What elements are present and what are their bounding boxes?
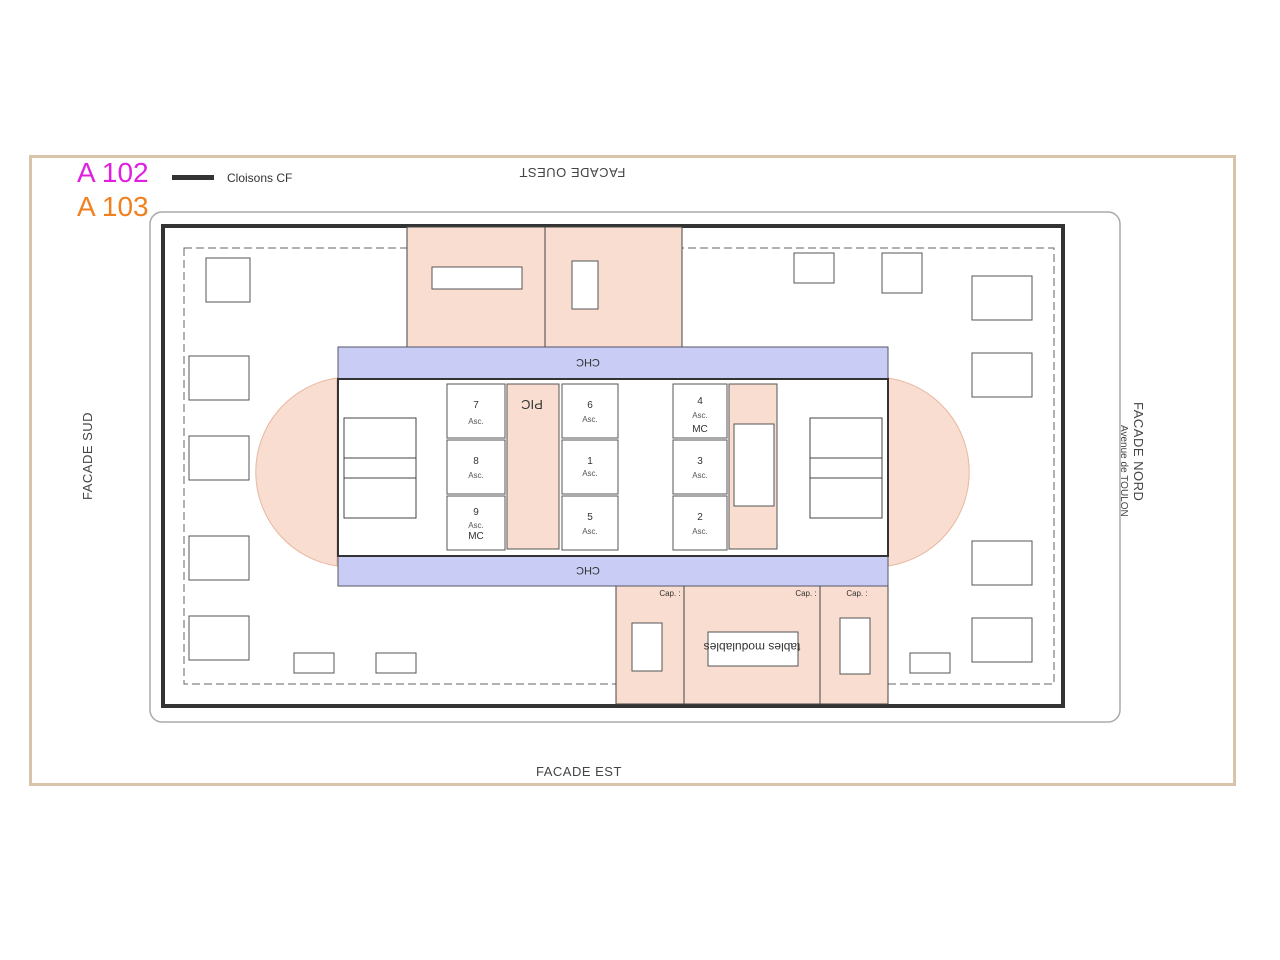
elevator-asc-label-mid-1: Asc.: [582, 415, 598, 424]
avenue-label: Avenue de TOULON: [1118, 425, 1129, 517]
elevator-asc-label-left-1: Asc.: [468, 417, 484, 426]
legend-cloisons-label: Cloisons CF: [227, 171, 293, 185]
desk-clusters: [188, 252, 1033, 674]
facade-ouest-label: FACADE OUEST: [519, 165, 626, 180]
elevator-asc-label-mid-3: Asc.: [582, 527, 598, 536]
pic-shaft: [506, 383, 560, 550]
meeting-room-top-2: [544, 226, 683, 348]
elevator-5: 5: [587, 512, 593, 523]
elevator-asc-label-left-3: Asc.: [468, 521, 484, 530]
elevators-right: [672, 383, 728, 551]
corridor-top: [337, 346, 889, 380]
cap-label-3: Cap. :: [846, 589, 867, 598]
facade-nord-label: FACADE NORD: [1131, 402, 1146, 502]
legend-cloisons-line: [172, 175, 214, 180]
elevator-9-mc: MC: [468, 531, 484, 542]
plan-frame: CHC CHC PIC tables modulables 7 8 9 MC 6…: [29, 155, 1236, 786]
corridor-bottom: [337, 555, 889, 587]
corridor-top-label: CHC: [576, 356, 600, 368]
elevator-9: 9: [473, 507, 479, 518]
elevators-mid: [561, 383, 619, 551]
cap-label-1: Cap. :: [659, 589, 680, 598]
elevator-1: 1: [587, 456, 593, 467]
elevators-left: [446, 383, 506, 551]
building-outline: [149, 211, 1121, 723]
elevator-3: 3: [697, 456, 703, 467]
table-bottom-3: [839, 617, 871, 675]
building-wall: [161, 224, 1065, 708]
floor-plan: CHC CHC PIC tables modulables 7 8 9 MC 6…: [149, 211, 1121, 723]
elevator-asc-label-left-2: Asc.: [468, 471, 484, 480]
shaft-right-box: [733, 423, 775, 507]
elevator-2: 2: [697, 512, 703, 523]
corridor-bottom-label: CHC: [576, 564, 600, 576]
elevator-4: 4: [697, 396, 703, 407]
stairs-east: [809, 417, 883, 519]
elevator-asc-label-mid-2: Asc.: [582, 469, 598, 478]
elevator-asc-label-right-3: Asc.: [692, 527, 708, 536]
facade-sud-label: FACADE SUD: [80, 411, 95, 500]
elevator-8: 8: [473, 456, 479, 467]
room-east-half-circle: [887, 377, 970, 567]
tables-modulables-label: tables modulables: [704, 640, 801, 654]
elevator-asc-label-right-1: Asc.: [692, 411, 708, 420]
cap-label-2: Cap. :: [795, 589, 816, 598]
stairs-west: [343, 417, 417, 519]
elevator-6: 6: [587, 400, 593, 411]
elevator-asc-label-right-2: Asc.: [692, 471, 708, 480]
elevator-7: 7: [473, 400, 479, 411]
elevator-4-mc: MC: [692, 424, 708, 435]
table-top-2: [571, 260, 599, 310]
room-west-half-circle: [255, 377, 338, 567]
legend-a102: A 102: [77, 157, 149, 188]
table-bottom-2: [707, 631, 799, 667]
table-bottom-1: [631, 622, 663, 672]
pic-label: PIC: [521, 397, 543, 412]
table-top-1: [431, 266, 523, 290]
facade-est-label: FACADE EST: [536, 764, 622, 779]
legend-a103: A 103: [77, 191, 149, 222]
